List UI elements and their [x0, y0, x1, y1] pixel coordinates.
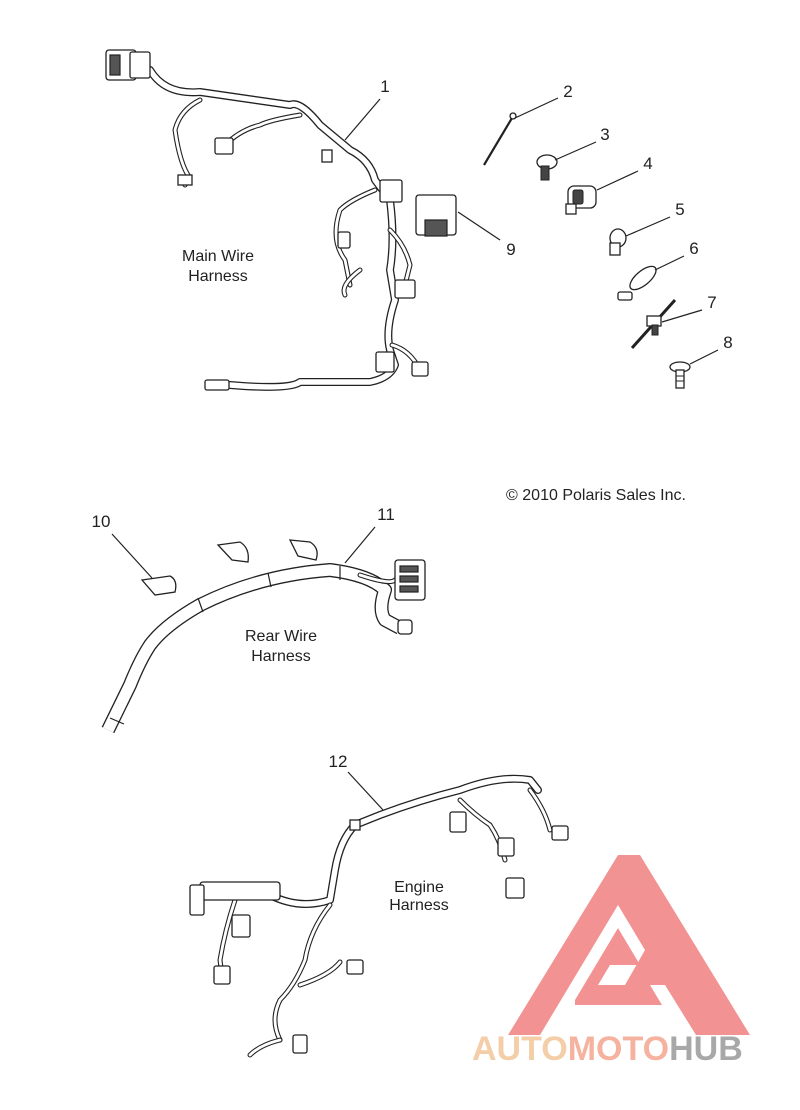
callout-10: 10 [92, 512, 153, 579]
callout-10-number: 10 [92, 512, 111, 531]
callout-8-number: 8 [723, 333, 732, 352]
main-wire-harness-drawing [105, 49, 457, 391]
callout-11: 11 [344, 505, 395, 564]
part-6-strap [617, 265, 657, 301]
rear-harness-connector [394, 559, 426, 635]
callout-1: 1 [344, 77, 390, 141]
callout-5-number: 5 [675, 200, 684, 219]
part-2-tie [483, 117, 513, 166]
callout-3: 3 [554, 125, 610, 161]
callout-7-number: 7 [707, 293, 716, 312]
rear-wire-harness-drawing [101, 539, 426, 734]
logo-triangle-mark [508, 855, 750, 1035]
rear-harness-label-line1: Rear Wire [245, 628, 317, 645]
callout-6-number: 6 [689, 239, 698, 258]
engine-harness-label-line1: Engine [394, 879, 444, 896]
callout-6: 6 [654, 239, 699, 271]
callout-12: 12 [329, 752, 384, 811]
engine-harness-label-line2: Harness [389, 897, 449, 914]
callout-11-number: 11 [377, 505, 395, 524]
logo-text: AUTOMOTOHUB [472, 1030, 743, 1068]
small-parts [483, 112, 691, 389]
part-3-clip [536, 154, 558, 181]
callout-7: 7 [661, 293, 717, 323]
callout-2-number: 2 [563, 82, 572, 101]
logo-text-hub: HUB [669, 1030, 743, 1068]
rear-harness-label-line2: Harness [251, 648, 311, 665]
logo-text-auto: AUTO [472, 1030, 568, 1068]
watermark-logo: AUTOMOTOHUB [472, 855, 750, 1068]
part-4-connector [565, 185, 597, 215]
callout-2: 2 [514, 82, 573, 119]
logo-inner-mark [575, 928, 662, 1005]
callout-8: 8 [689, 333, 733, 365]
callout-9: 9 [457, 211, 516, 259]
copyright-text: © 2010 Polaris Sales Inc. [506, 487, 686, 504]
engine-harness-drawing [189, 774, 569, 1058]
logo-text-moto: MOTO [568, 1030, 669, 1068]
callout-4-number: 4 [643, 154, 652, 173]
callout-5: 5 [625, 200, 685, 237]
callout-12-number: 12 [329, 752, 348, 771]
part-8-rivet [669, 361, 691, 389]
callout-3-number: 3 [600, 125, 609, 144]
part-5-clamp [609, 228, 627, 256]
part-7-mount-tie [630, 298, 677, 350]
callout-1-number: 1 [380, 77, 389, 96]
callout-4: 4 [596, 154, 653, 191]
main-harness-label-line2: Harness [188, 268, 248, 285]
callout-9-number: 9 [506, 240, 515, 259]
part-10-clips [140, 539, 318, 596]
main-harness-label-line1: Main Wire [182, 248, 254, 265]
